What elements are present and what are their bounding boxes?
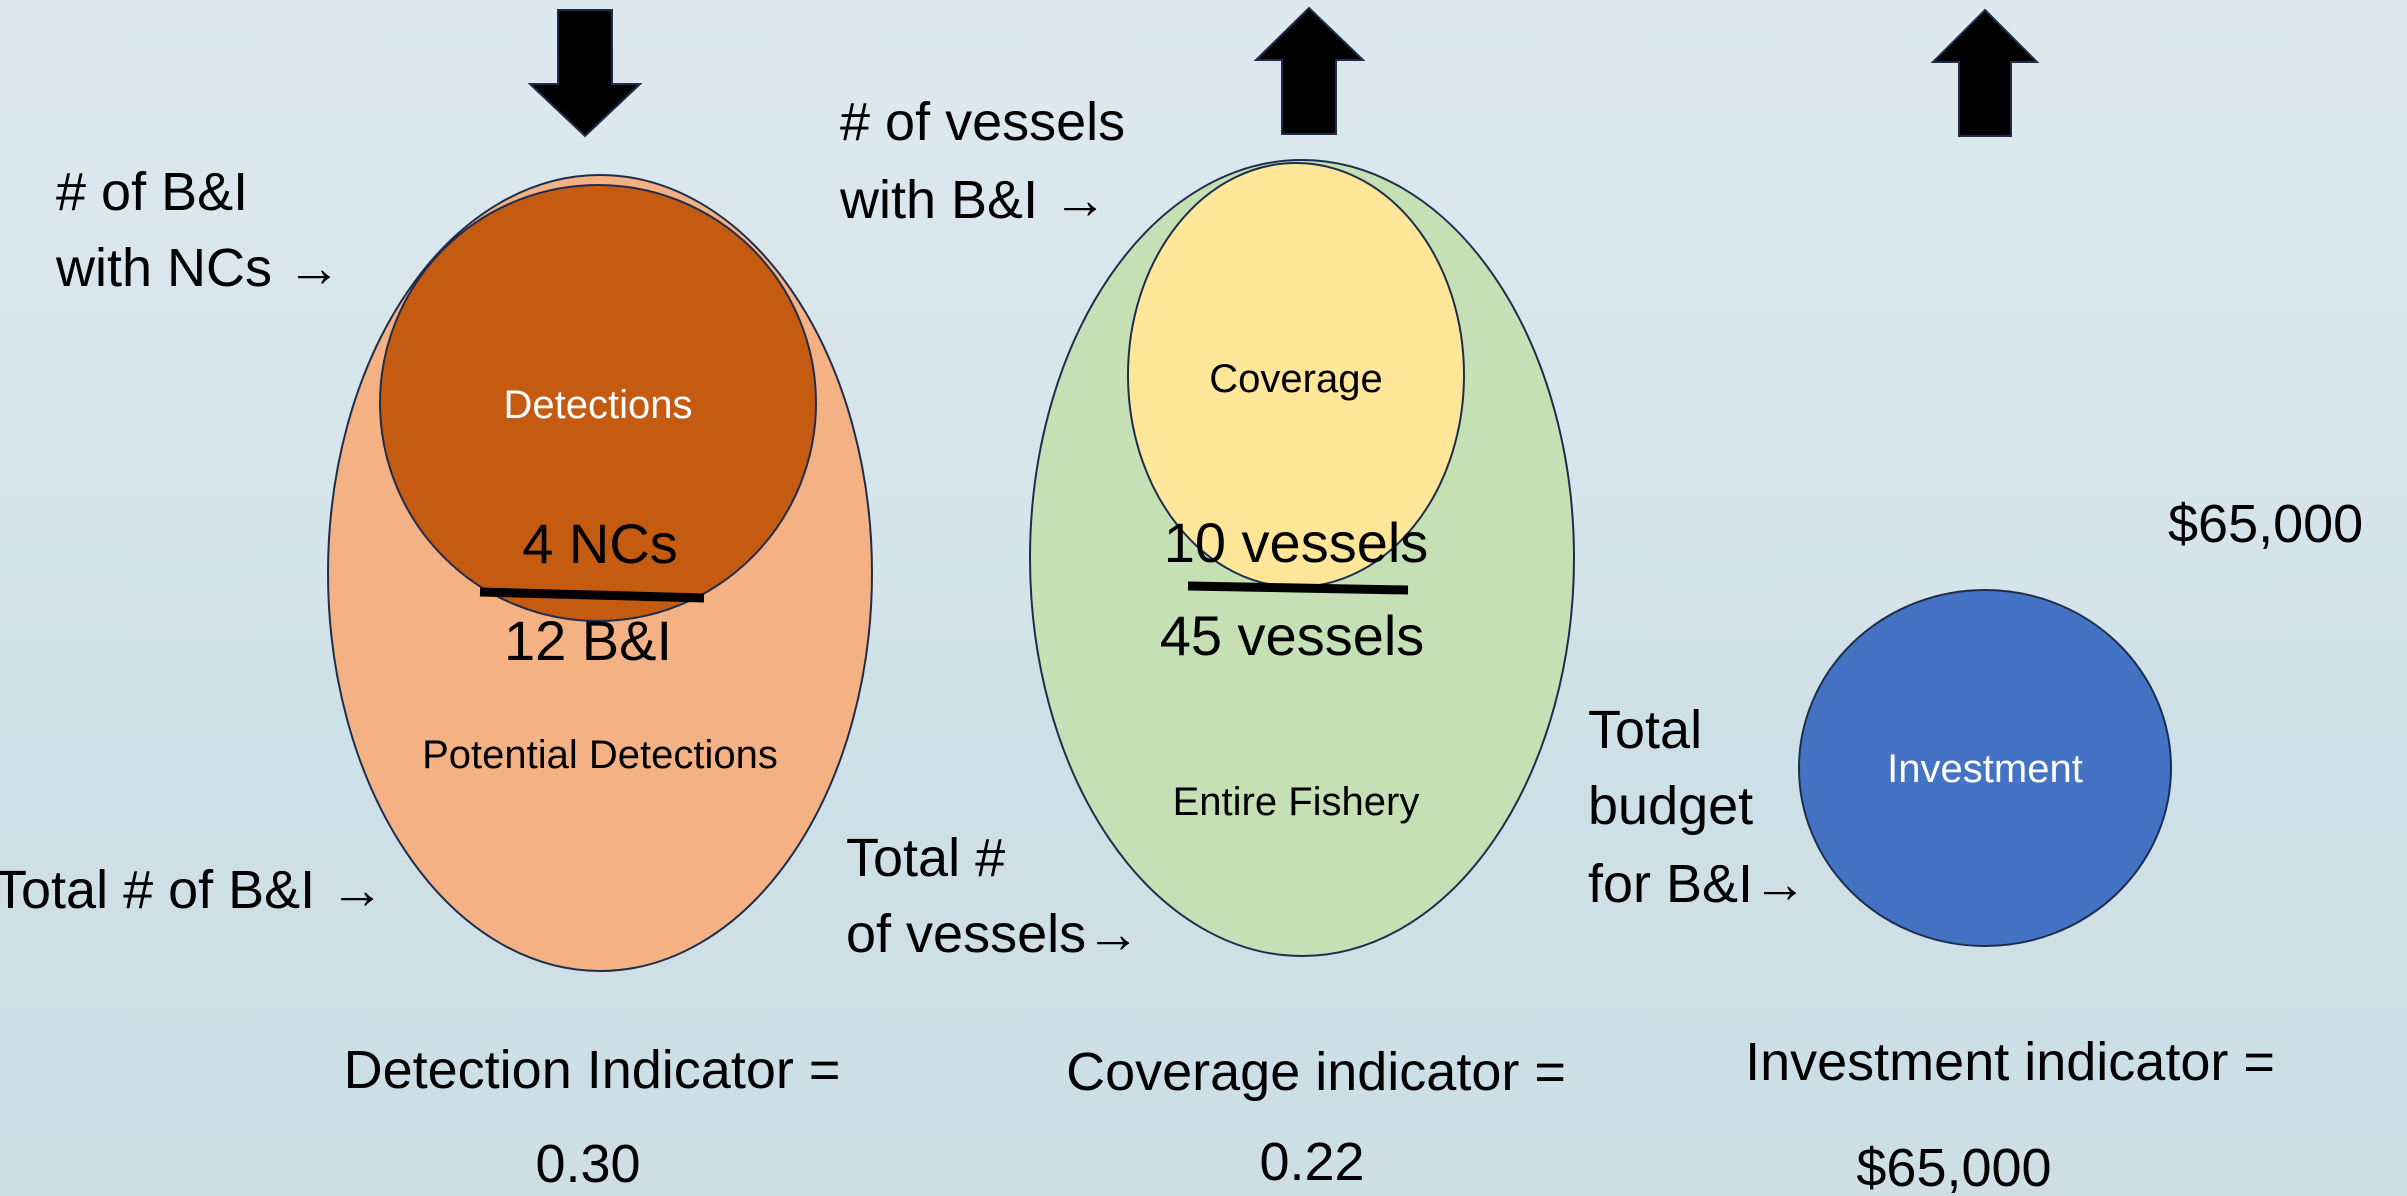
up-arrow-icon — [1930, 8, 2040, 137]
coverage-denominator: 45 vessels — [1160, 604, 1425, 667]
coverage-numerator: 10 vessels — [1164, 511, 1429, 574]
down-arrow-icon — [527, 9, 643, 138]
coverage-bottom-label-line2: of vessels→ — [846, 904, 1140, 964]
investment-indicator-value: $65,000 — [1856, 1138, 2051, 1196]
detection-numerator: 4 NCs — [522, 512, 678, 575]
detection-group: Detections 4 NCs 12 B&I Potential Detect… — [0, 9, 873, 1194]
detections-circle-label: Detections — [504, 383, 693, 427]
coverage-group: Coverage 10 vessels 45 vessels Entire Fi… — [839, 6, 1575, 1192]
coverage-top-label-line2: with B&I → — [839, 170, 1107, 230]
investment-label-line2: budget — [1588, 776, 1753, 836]
detection-fraction-bar — [479, 587, 705, 603]
up-arrow-icon — [1253, 6, 1366, 135]
coverage-indicator-label: Coverage indicator = — [1066, 1042, 1566, 1102]
coverage-indicator-value: 0.22 — [1259, 1132, 1364, 1192]
coverage-fraction-bar — [1187, 581, 1409, 595]
investment-amount: $65,000 — [2168, 494, 2363, 554]
detection-bottom-label: Total # of B&I → — [0, 860, 384, 920]
detection-indicator-value: 0.30 — [535, 1134, 640, 1194]
detections-circle — [379, 184, 817, 622]
entire-fishery-label: Entire Fishery — [1173, 780, 1420, 824]
potential-detections-label: Potential Detections — [422, 733, 778, 777]
coverage-circle-label: Coverage — [1209, 357, 1382, 401]
coverage-bottom-label-line1: Total # — [846, 828, 1005, 888]
investment-ellipse — [1798, 589, 2172, 947]
investment-circle-label: Investment — [1887, 747, 2083, 791]
investment-indicator-label: Investment indicator = — [1745, 1032, 2275, 1092]
detection-denominator: 12 B&I — [504, 609, 672, 672]
investment-label-line3: for B&I→ — [1588, 854, 1807, 914]
coverage-top-label-line1: # of vessels — [840, 92, 1125, 152]
detection-top-label-line1: # of B&I — [56, 162, 248, 222]
detection-top-label-line2: with NCs → — [55, 238, 341, 298]
detection-indicator-label: Detection Indicator = — [344, 1040, 841, 1100]
investment-group: Investment $65,000 Total budget for B&I→… — [1588, 8, 2363, 1196]
investment-label-line1: Total — [1588, 700, 1702, 760]
